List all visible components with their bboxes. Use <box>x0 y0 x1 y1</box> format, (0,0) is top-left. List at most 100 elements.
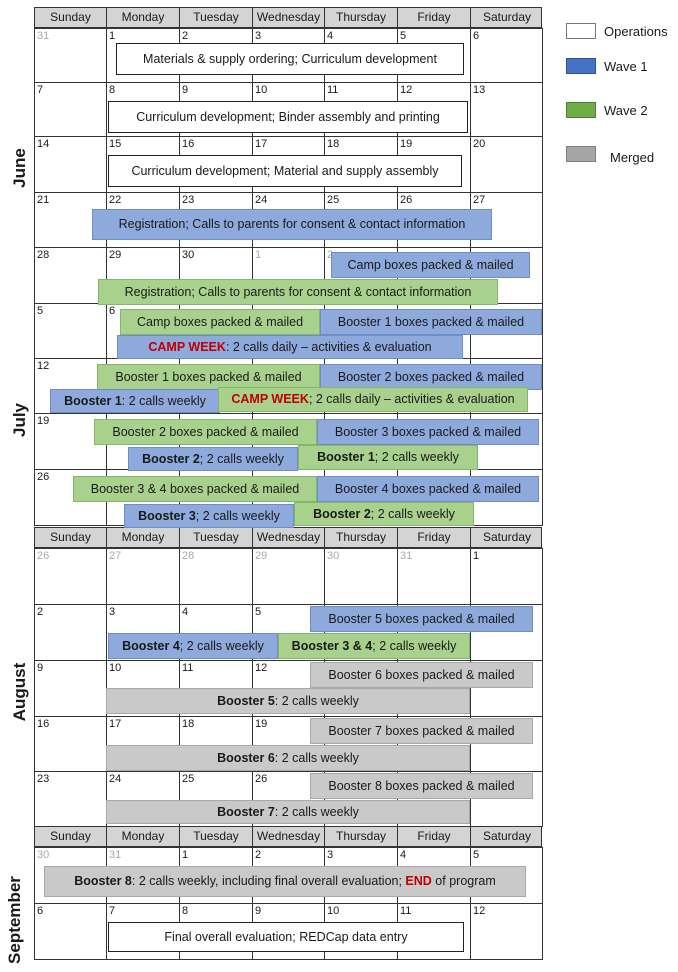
day-number: 28 <box>182 550 195 562</box>
legend-label-merged: Merged <box>610 150 655 165</box>
day-cell <box>34 771 107 827</box>
weekday-header: Tuesday <box>180 528 253 547</box>
bar-june-camp-boxes-w1: Camp boxes packed & mailed <box>331 252 530 278</box>
weekday-header: Thursday <box>325 528 398 547</box>
day-number: 23 <box>182 194 195 206</box>
bar-june-registration-w1: Registration; Calls to parents for conse… <box>92 209 492 240</box>
bar-sep-final-evaluation: Final overall evaluation; REDCap data en… <box>108 922 464 952</box>
day-cell <box>470 548 543 605</box>
legend-swatch-merged <box>566 146 596 162</box>
day-number: 16 <box>37 718 50 730</box>
bar-aug-booster7-boxes-merged: Booster 7 boxes packed & mailed <box>310 718 533 744</box>
day-number: 13 <box>473 84 486 96</box>
bar-june-week1: Materials & supply ordering; Curriculum … <box>116 43 464 75</box>
day-number: 12 <box>37 360 50 372</box>
weekday-header: Monday <box>107 528 180 547</box>
day-number: 26 <box>400 194 413 206</box>
day-cell <box>106 548 180 605</box>
bar-june-week3: Curriculum development; Material and sup… <box>108 155 462 187</box>
day-number: 18 <box>182 718 195 730</box>
weekday-header: Monday <box>107 8 180 27</box>
day-number: 3 <box>327 849 334 861</box>
bar-july-booster3-calls-w1: Booster 3; 2 calls weekly <box>124 504 294 528</box>
day-number: 16 <box>182 138 195 150</box>
legend-label-operations: Operations <box>604 24 668 39</box>
day-number: 27 <box>109 550 122 562</box>
day-number: 19 <box>255 718 268 730</box>
month-label-july: July <box>10 402 29 438</box>
bar-aug-booster6-boxes-merged: Booster 6 boxes packed & mailed <box>310 662 533 688</box>
day-number: 6 <box>473 30 480 42</box>
bar-sep-booster8-calls-merged: Booster 8: 2 calls weekly, including fin… <box>44 866 526 897</box>
month-label-august: August <box>10 662 29 722</box>
legend-swatch-wave-1 <box>566 58 596 74</box>
day-number: 20 <box>473 138 486 150</box>
bar-july-booster2-boxes-w2: Booster 2 boxes packed & mailed <box>94 419 317 445</box>
weekday-header: Thursday <box>325 827 398 846</box>
day-cell <box>397 548 471 605</box>
bar-aug-booster5-boxes-w1: Booster 5 boxes packed & mailed <box>310 606 533 632</box>
day-number: 28 <box>37 249 50 261</box>
day-cell <box>34 82 107 137</box>
day-number: 21 <box>37 194 50 206</box>
bar-july-camp-week-w2: CAMP WEEK; 2 calls daily – activities & … <box>218 387 528 412</box>
day-number: 5 <box>473 849 480 861</box>
day-number: 5 <box>400 30 407 42</box>
day-number: 26 <box>37 550 50 562</box>
legend-swatch-wave-2 <box>566 102 596 118</box>
legend-label-wave-1: Wave 1 <box>604 59 648 74</box>
day-number: 29 <box>109 249 122 261</box>
day-number: 18 <box>327 138 340 150</box>
bar-aug-booster34-calls-w2: Booster 3 & 4; 2 calls weekly <box>278 633 470 659</box>
day-number: 31 <box>400 550 413 562</box>
day-number: 5 <box>255 606 262 618</box>
day-number: 15 <box>109 138 122 150</box>
day-cell <box>470 82 543 137</box>
day-number: 10 <box>327 905 340 917</box>
weekday-header: Friday <box>398 8 471 27</box>
day-cell <box>34 660 107 717</box>
weekday-header: Saturday <box>482 829 532 843</box>
day-number: 19 <box>400 138 413 150</box>
weekday-header: Thursday <box>325 8 398 27</box>
day-number: 11 <box>400 905 412 917</box>
day-number: 2 <box>255 849 262 861</box>
day-cell <box>34 903 107 960</box>
weekday-header: Saturday <box>482 10 532 24</box>
bar-july-booster1-calls-w2: Booster 1; 2 calls weekly <box>298 445 478 470</box>
weekday-header: Wednesday <box>253 528 325 547</box>
day-number: 3 <box>109 606 116 618</box>
day-number: 4 <box>327 30 334 42</box>
weekday-header: Wednesday <box>253 8 325 27</box>
weekday-header: Tuesday <box>180 827 253 846</box>
bar-july-booster3-boxes-w1: Booster 3 boxes packed & mailed <box>317 419 539 445</box>
bar-july-booster2-calls-w2: Booster 2; 2 calls weekly <box>294 502 474 526</box>
bar-july-camp-boxes-w2: Camp boxes packed & mailed <box>120 309 320 335</box>
bar-aug-booster5-calls-merged: Booster 5: 2 calls weekly <box>106 688 470 714</box>
day-number: 22 <box>109 194 122 206</box>
day-number: 6 <box>37 905 44 917</box>
day-number: 2 <box>182 30 189 42</box>
weekday-header: Friday <box>398 827 471 846</box>
day-number: 3 <box>255 30 262 42</box>
day-number: 6 <box>109 305 116 317</box>
day-cell <box>324 548 398 605</box>
day-cell <box>34 136 107 193</box>
day-number: 1 <box>473 550 480 562</box>
day-number: 19 <box>37 415 50 427</box>
day-number: 25 <box>327 194 340 206</box>
day-number: 30 <box>37 849 50 861</box>
day-cell <box>34 303 107 359</box>
day-number: 7 <box>37 84 44 96</box>
day-number: 1 <box>109 30 116 42</box>
day-number: 29 <box>255 550 268 562</box>
weekday-header: Tuesday <box>180 8 253 27</box>
day-number: 12 <box>400 84 413 96</box>
day-number: 8 <box>109 84 116 96</box>
weekday-header: Friday <box>398 528 471 547</box>
bar-july-booster1-boxes-w1: Booster 1 boxes packed & mailed <box>320 309 542 335</box>
day-number: 9 <box>182 84 189 96</box>
